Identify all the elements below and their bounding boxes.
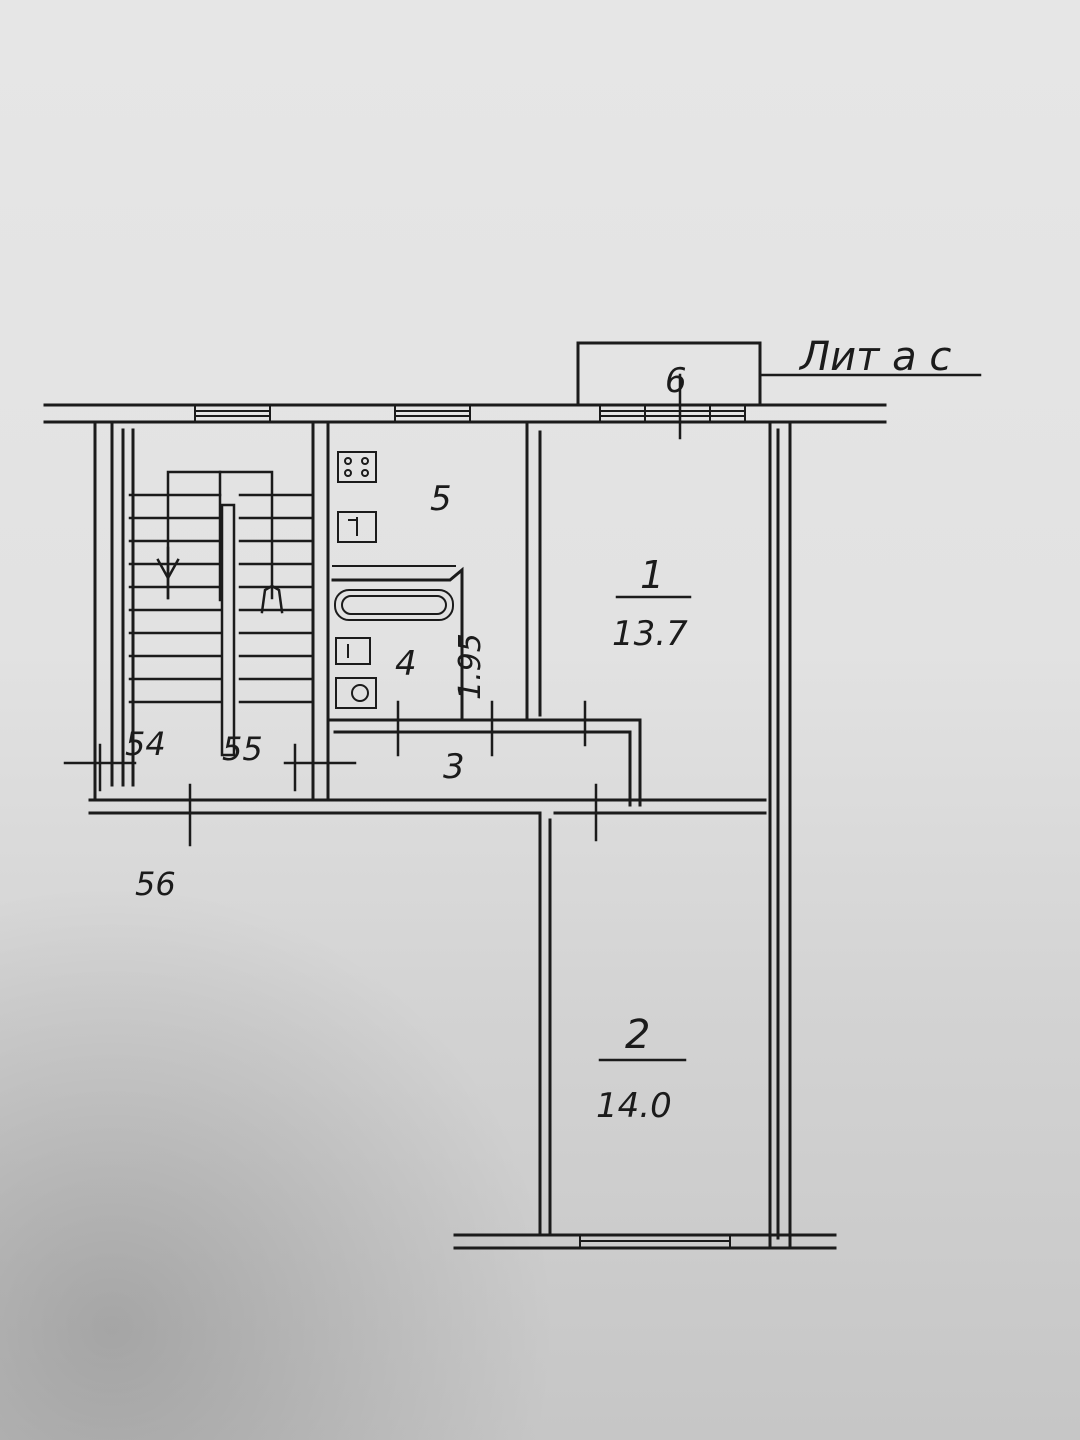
balcony	[576, 341, 982, 407]
room2-walls	[538, 811, 552, 1237]
window-bottom	[579, 1234, 731, 1249]
top-wall	[43, 403, 887, 424]
room1-left-wall	[525, 420, 542, 722]
left-wall	[93, 420, 135, 802]
washbasin	[335, 677, 377, 709]
window-top-right	[599, 404, 746, 423]
paper-shadow	[0, 880, 560, 1440]
liter-label: Лит а с	[798, 334, 951, 380]
marker-54: 54	[125, 725, 166, 763]
bathtub	[334, 589, 454, 621]
room-2-number: 2	[625, 1012, 650, 1058]
room-5-number: 5	[430, 479, 452, 519]
room-3-number: 3	[443, 747, 465, 787]
toilet	[335, 637, 371, 665]
room-2-area: 14.0	[596, 1086, 672, 1126]
middle-wall	[88, 798, 767, 815]
window-top-mid	[394, 404, 471, 423]
room-1-area: 13.7	[612, 614, 688, 654]
marker-56: 56	[135, 865, 176, 903]
stove	[337, 451, 377, 483]
stairwell-wall	[311, 420, 330, 802]
sink	[337, 511, 377, 543]
bathroom-walls	[331, 565, 464, 722]
door-marks	[98, 700, 598, 847]
bathroom-dimension: 1.95	[453, 633, 488, 700]
room-6-number: 6	[665, 361, 687, 401]
room-1-number: 1	[640, 553, 664, 597]
corridor-walls	[326, 718, 642, 807]
window-top-left	[194, 404, 271, 423]
room-4-number: 4	[395, 644, 417, 684]
right-wall	[768, 420, 792, 1247]
marker-55: 55	[222, 730, 263, 768]
staircase	[128, 470, 314, 757]
